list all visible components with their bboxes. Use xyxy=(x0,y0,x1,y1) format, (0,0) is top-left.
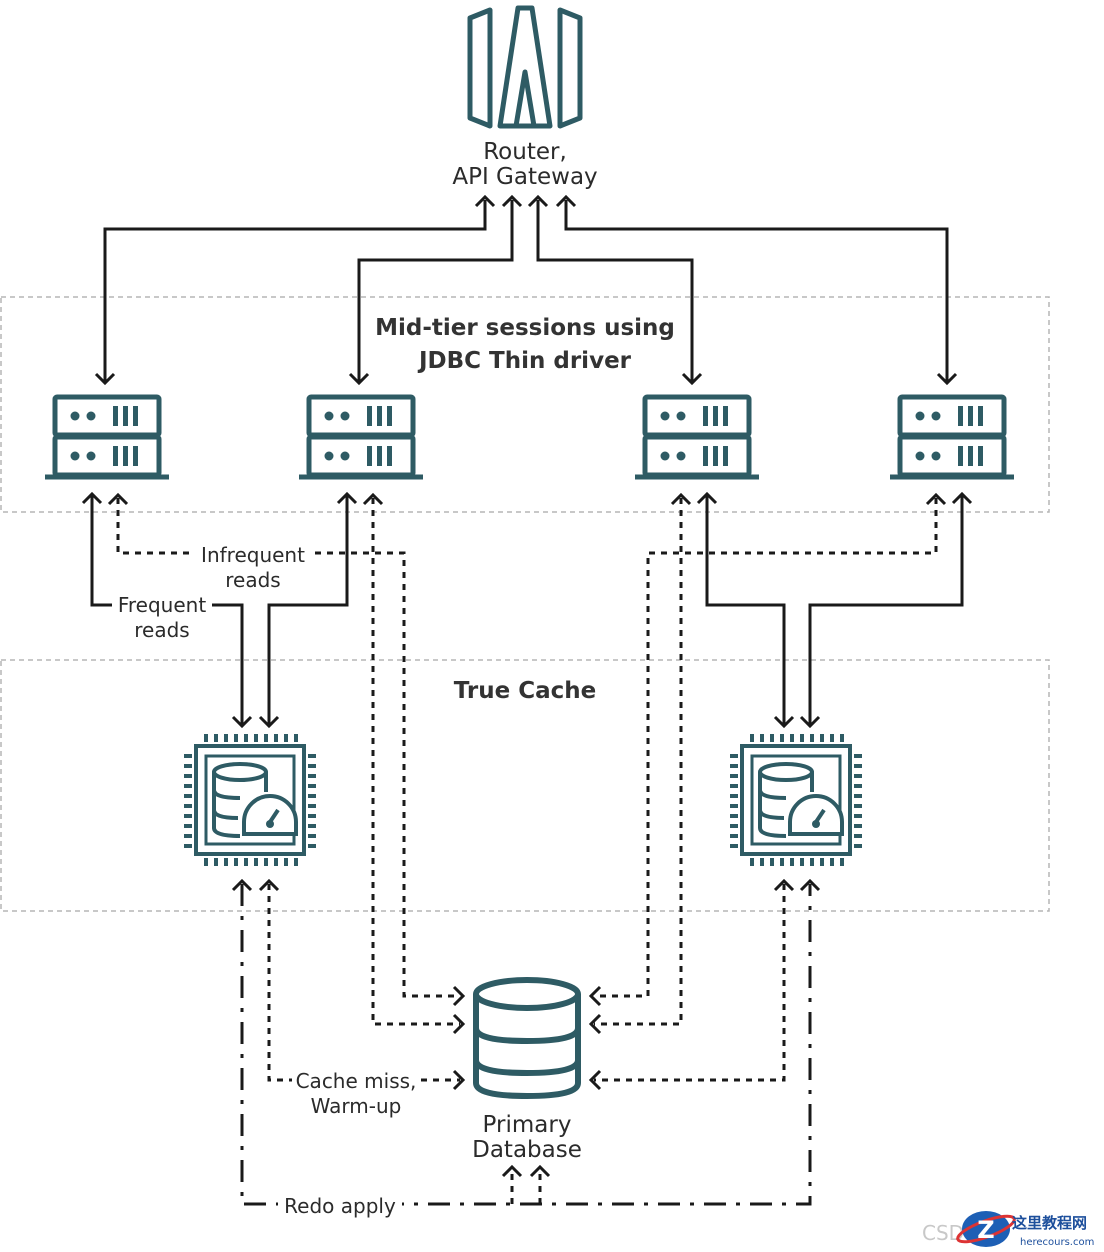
truecache-title: True Cache xyxy=(454,678,597,704)
midtier-section-box xyxy=(0,296,1050,513)
midtier-title-line2: JDBC Thin driver xyxy=(417,348,632,374)
infrequent-label-line1: Infrequent xyxy=(201,543,305,567)
frequent-label-line1: Frequent xyxy=(118,593,206,617)
gateway-connections xyxy=(94,194,958,386)
watermark-csdn: CSD xyxy=(922,1221,964,1245)
frequent-reads-right xyxy=(696,491,973,729)
watermark-site-cn: 这里教程网 xyxy=(1012,1214,1087,1232)
server-icon-3 xyxy=(635,397,759,477)
svg-text:Z: Z xyxy=(977,1216,994,1244)
cachemiss-label-bg xyxy=(292,1066,418,1120)
redo-label: Redo apply xyxy=(284,1194,396,1218)
infrequent-label-bg xyxy=(192,540,314,592)
infrequent-reads xyxy=(107,492,947,1035)
midtier-title-line1: Mid-tier sessions using xyxy=(375,315,675,341)
watermark-site-url: herecours.com xyxy=(1020,1237,1094,1248)
infrequent-label-line2: reads xyxy=(225,568,280,592)
cache-chip-icon-right xyxy=(728,732,864,868)
router-gateway-icon xyxy=(467,5,583,129)
server-icon-1 xyxy=(45,397,169,477)
truecache-section-box xyxy=(0,659,1050,912)
gateway-label-line1: Router, xyxy=(483,139,567,165)
cachemiss-label-line1: Cache miss, xyxy=(296,1069,417,1093)
frequent-label-bg xyxy=(112,592,212,644)
redo-label-bg xyxy=(278,1190,402,1220)
cache-miss-connections xyxy=(258,878,795,1091)
gateway-label-line2: API Gateway xyxy=(452,164,597,190)
cachemiss-label-line2: Warm-up xyxy=(311,1094,402,1118)
primary-label-line1: Primary xyxy=(483,1112,572,1138)
cache-chip-icon-left xyxy=(182,732,318,868)
watermark-logo-icon: Z xyxy=(956,1211,1016,1247)
redo-apply-connections xyxy=(231,878,821,1206)
server-icon-2 xyxy=(299,397,423,477)
database-icon xyxy=(473,977,581,1100)
primary-label-line2: Database xyxy=(472,1137,582,1163)
server-icon-4 xyxy=(890,397,1014,477)
frequent-label-line2: reads xyxy=(134,618,189,642)
